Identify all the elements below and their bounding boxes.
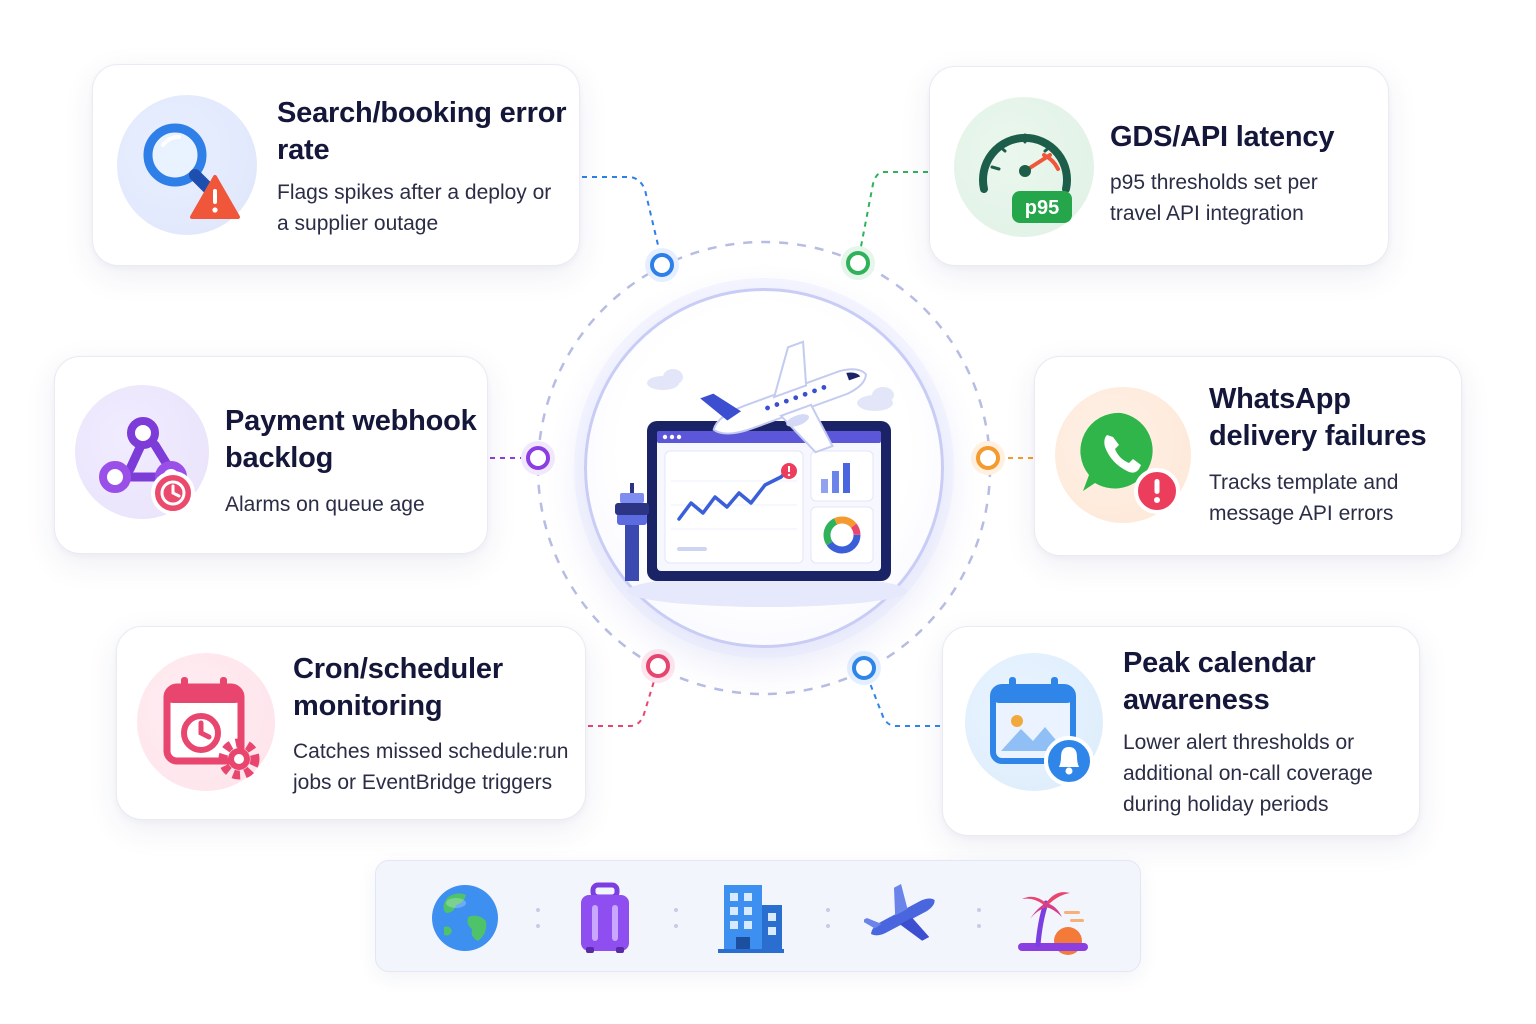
connector-cron [588,667,659,727]
airplane-icon [861,881,938,955]
card-whatsapp-title: WhatsApp delivery failures [1209,383,1427,452]
node-gds [841,246,875,280]
calendar-bell-icon [965,653,1103,791]
connector-search [582,176,663,263]
central-hub [584,288,944,648]
separator-dots [826,905,830,931]
palm-beach-icon [1016,881,1090,955]
card-gds-description: p95 thresholds set per travel API integr… [1110,171,1318,225]
globe-icon [428,881,502,955]
card-payment-title: Payment webhook backlog [225,405,477,474]
card-whatsapp-delivery-failures: WhatsApp delivery failures Tracks templa… [1034,356,1462,556]
control-tower-icon [615,483,649,581]
whatsapp-alert-icon [1055,387,1191,523]
card-payment-description: Alarms on queue age [225,493,425,516]
airplane-icon-hub [700,340,867,454]
speedometer-icon: p95 [954,97,1094,237]
p95-badge-text: p95 [1025,197,1059,219]
card-peak-description: Lower alert thresholds or additional on-… [1123,731,1373,816]
card-search-title: Search/booking error rate [277,97,567,166]
card-gds-latency: p95 GDS/API latency p95 thresholds set p… [929,66,1389,266]
suitcase-icon [568,881,642,955]
node-whatsapp [971,441,1005,475]
card-cron-scheduler-monitoring: Cron/scheduler monitoring Catches missed… [116,626,586,820]
card-cron-description: Catches missed schedule:run jobs or Even… [293,740,569,794]
calendar-gear-icon [137,653,275,791]
node-cron [641,649,675,683]
card-gds-title: GDS/API latency [1110,121,1335,153]
separator-dots [977,905,981,931]
connector-peak [863,667,940,727]
node-peak [847,651,881,685]
webhook-clock-icon [75,385,209,519]
magnifier-warning-icon [117,95,257,235]
hotel-icon [714,881,788,955]
card-payment-webhook-backlog: Payment webhook backlog Alarms on queue … [54,356,488,554]
separator-dots [674,905,678,931]
card-peak-calendar-awareness: Peak calendar awareness Lower alert thre… [942,626,1420,836]
connector-gds [857,171,928,263]
airplane-dashboard-icon [615,340,907,607]
card-peak-title: Peak calendar awareness [1123,647,1316,716]
travel-icon-strip [375,860,1141,972]
separator-dots [536,905,540,931]
card-search-description: Flags spikes after a deploy or a supplie… [277,181,552,235]
node-payment [521,441,555,475]
card-search-error-rate: Search/booking error rate Flags spikes a… [92,64,580,266]
node-search [645,248,679,282]
card-whatsapp-description: Tracks template and message API errors [1209,471,1399,525]
card-cron-title: Cron/scheduler monitoring [293,653,503,722]
